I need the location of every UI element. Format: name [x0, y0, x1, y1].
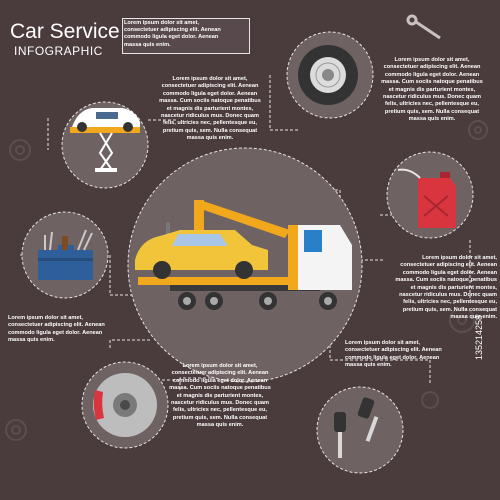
stock-id: 135214258	[474, 314, 484, 360]
text-block-top-left: Lorem ipsum dolor sit amet, consectetuer…	[159, 76, 261, 142]
fuel-can-icon	[397, 168, 456, 228]
brake-disc-icon	[93, 373, 157, 437]
text-block-bottom-center: Lorem ipsum dolor sit amet, consectetuer…	[169, 363, 271, 429]
text-block-top-right: Lorem ipsum dolor sit amet, consectetuer…	[381, 57, 483, 123]
car-lift-icon	[70, 108, 140, 172]
text-block-left: Lorem ipsum dolor sit amet, consectetuer…	[8, 315, 105, 344]
text-block-mid-right: Lorem ipsum dolor sit amet, consectetuer…	[395, 255, 497, 321]
wrench-icon	[406, 14, 441, 40]
keys-icon	[334, 397, 379, 458]
text-block-right-short: Lorem ipsum dolor sit amet, consectetuer…	[345, 340, 442, 369]
header-text-box	[122, 18, 250, 54]
wheel-icon	[298, 45, 358, 105]
toolbox-icon	[38, 229, 93, 280]
header-box-text: Lorem ipsum dolor sit amet, consectetuer…	[124, 20, 221, 48]
tow-truck-illustration	[135, 200, 352, 310]
page-title: Car Service	[10, 20, 120, 43]
gear-icon	[5, 120, 488, 441]
page-subtitle: INFOGRAPHIC	[14, 44, 103, 58]
